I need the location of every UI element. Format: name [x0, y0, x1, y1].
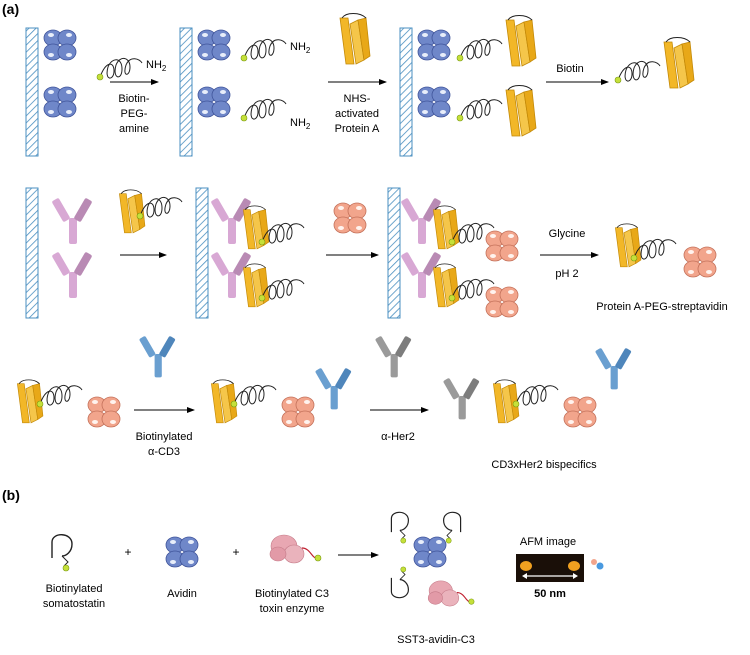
avidin-icon — [417, 29, 451, 61]
peg-coil-icon — [240, 98, 287, 122]
antibody-icon — [442, 377, 480, 420]
svg-text:NH2: NH2 — [290, 41, 311, 55]
streptavidin-icon — [683, 246, 717, 278]
avidin-icon — [165, 536, 199, 568]
reactant-label: toxin enzyme — [260, 603, 325, 615]
c3-enzyme-icon — [269, 534, 322, 564]
somatostatin-icon — [390, 511, 409, 544]
product-label: Protein A-PEG-streptavidin — [596, 301, 727, 313]
protein-a-icon — [505, 85, 537, 137]
protein-a-icon — [432, 263, 460, 308]
antibody-icon — [374, 335, 412, 378]
avidin-icon — [43, 29, 77, 61]
antibody-icon — [51, 251, 93, 298]
peg-coil-icon — [240, 38, 287, 62]
protein-a-icon — [505, 15, 537, 67]
peg-coil-icon — [614, 60, 661, 84]
reactant-label: Biotinylated C3 — [255, 588, 329, 600]
row2-surface-3 — [387, 187, 401, 319]
streptavidin-icon — [333, 202, 367, 234]
streptavidin-icon — [485, 230, 519, 262]
reactant-label: Avidin — [167, 588, 197, 600]
protein-a-icon — [614, 223, 642, 268]
nh2-label: NH — [290, 117, 306, 129]
avidin-icon — [43, 86, 77, 118]
antibody-icon — [51, 197, 93, 244]
streptavidin-icon — [563, 396, 597, 428]
step-label: NHS- — [344, 93, 371, 105]
antibody-icon — [138, 335, 176, 378]
antibody-icon — [314, 367, 352, 410]
step-label: Biotin- — [118, 93, 150, 105]
avidin-icon — [197, 86, 231, 118]
protein-a-icon — [339, 13, 371, 65]
scale-label: 50 nm — [534, 588, 566, 600]
plus-sign: + — [124, 545, 131, 559]
sst3-avidin-c3-complex — [390, 511, 475, 607]
row1-surface-1 — [25, 27, 39, 157]
avidin-icon — [413, 536, 447, 568]
protein-a-icon — [118, 189, 146, 234]
row1-surface-2 — [179, 27, 193, 157]
afm-image — [516, 554, 584, 582]
streptavidin-icon — [485, 286, 519, 318]
step-label: α-CD3 — [148, 446, 180, 458]
antibody-icon — [594, 347, 632, 390]
streptavidin-icon — [87, 396, 121, 428]
svg-text:NH2: NH2 — [146, 59, 167, 73]
step-label: Biotinylated — [136, 431, 193, 443]
step-label: activated — [335, 108, 379, 120]
avidin-icon — [197, 29, 231, 61]
svg-text:NH2: NH2 — [290, 117, 311, 131]
peg-coil-icon — [512, 384, 559, 408]
peg-coil-icon — [456, 98, 503, 122]
protein-a-icon — [242, 263, 270, 308]
row2-surface-1 — [25, 187, 39, 319]
product-label: SST3-avidin-C3 — [397, 634, 475, 646]
step-label: pH 2 — [555, 268, 578, 280]
panel-a-label: (a) — [2, 1, 19, 17]
somatostatin-icon — [443, 511, 462, 544]
somatostatin-icon — [51, 534, 73, 572]
peg-coil-icon — [230, 384, 277, 408]
step-label: amine — [119, 123, 149, 135]
peg-coil-icon — [456, 38, 503, 62]
legend-dot — [596, 562, 604, 570]
step-label: α-Her2 — [381, 431, 415, 443]
peg-coil-icon — [36, 384, 83, 408]
product-label: CD3xHer2 bispecifics — [491, 459, 597, 471]
row1-surface-3 — [399, 27, 413, 157]
step-label: Protein A — [335, 123, 380, 135]
plus-sign: + — [232, 545, 239, 559]
avidin-icon — [417, 86, 451, 118]
streptavidin-icon — [281, 396, 315, 428]
protein-a-icon — [663, 37, 695, 89]
legend-dot — [591, 559, 597, 565]
panel-b-label: (b) — [2, 487, 20, 503]
peg-coil-icon — [96, 57, 143, 81]
c3-enzyme-icon — [427, 580, 475, 607]
reactant-label: Biotinylated — [46, 583, 103, 595]
reactant-label: somatostatin — [43, 598, 105, 610]
nh2-label: NH — [290, 41, 306, 53]
step-label: Biotin — [556, 63, 584, 75]
somatostatin-icon — [390, 566, 409, 599]
step-label: PEG- — [121, 108, 148, 120]
nh2-label: NH — [146, 59, 162, 71]
step-label: Glycine — [549, 228, 586, 240]
afm-title: AFM image — [520, 536, 576, 548]
row2-surface-2 — [195, 187, 209, 319]
